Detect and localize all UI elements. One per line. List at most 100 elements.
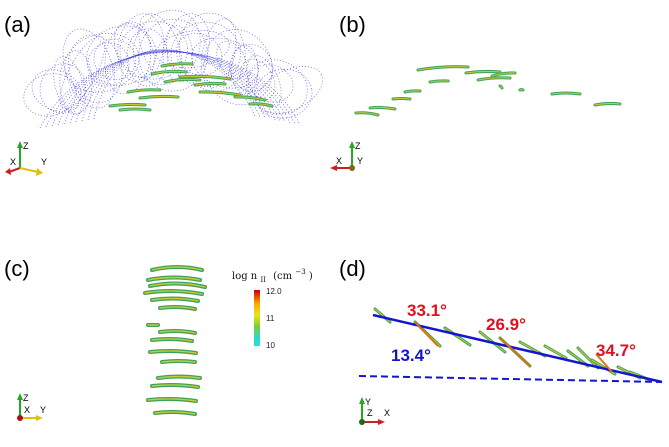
prominence-threads-b bbox=[354, 65, 622, 117]
prominence-threads-a bbox=[108, 62, 274, 112]
field-line-loop bbox=[31, 69, 82, 112]
field-line-loop bbox=[138, 18, 208, 92]
field-line-loop bbox=[246, 59, 308, 115]
thread-core bbox=[499, 85, 503, 89]
axis-triad-a: Z X Y bbox=[5, 141, 47, 176]
thread-highlight-3 bbox=[595, 353, 613, 373]
x-axis-arrowhead bbox=[330, 165, 337, 171]
thread-core bbox=[154, 411, 196, 415]
field-line-loop bbox=[138, 13, 183, 82]
field-line-loop bbox=[229, 44, 273, 92]
thread-core bbox=[429, 80, 449, 83]
z-axis-label: Z bbox=[23, 393, 29, 403]
z-axis-label: Z bbox=[367, 408, 373, 418]
thread-core bbox=[392, 97, 411, 100]
z-axis-dot bbox=[359, 419, 365, 425]
thread-core bbox=[139, 95, 179, 99]
field-line-loop bbox=[59, 50, 93, 114]
x-axis-arrowhead bbox=[378, 419, 385, 425]
panel-d: (d) 33.1° 26.9° 34.7° 13.4° Y Z X bbox=[339, 256, 663, 425]
y-axis-arrowhead bbox=[36, 415, 43, 421]
field-line-loop bbox=[87, 42, 130, 87]
x-axis-arrowhead bbox=[5, 168, 11, 175]
y-axis-label: Y bbox=[365, 397, 371, 407]
y-axis-label: Y bbox=[40, 405, 46, 415]
magnetic-field-lines bbox=[23, 9, 323, 129]
z-axis-arrowhead bbox=[17, 141, 23, 148]
field-line-loop bbox=[203, 29, 273, 106]
y-axis-arrow bbox=[19, 167, 39, 173]
field-line-loop bbox=[162, 13, 210, 82]
y-axis-dot bbox=[349, 165, 355, 171]
thread-core bbox=[491, 72, 516, 77]
x-axis-label: X bbox=[384, 408, 390, 418]
thread-core bbox=[234, 96, 266, 101]
z-axis-label: Z bbox=[355, 141, 361, 151]
thread-core bbox=[591, 359, 616, 375]
panel-d-label: (d) bbox=[339, 256, 366, 281]
panel-a-label: (a) bbox=[4, 12, 31, 37]
z-axis-label: Z bbox=[23, 141, 29, 151]
field-line-arch bbox=[63, 50, 281, 125]
angle-label-1: 33.1° bbox=[407, 301, 447, 320]
field-line-arch bbox=[39, 51, 301, 129]
thread-core bbox=[127, 89, 161, 93]
field-line-loop bbox=[119, 21, 188, 80]
thread-core bbox=[147, 398, 197, 402]
thread-core bbox=[249, 103, 273, 107]
colorbar-tick-12: 12.0 bbox=[266, 287, 282, 296]
thread-core bbox=[159, 306, 196, 310]
panel-c: (c) log n II (cm −3 ) 12.0 11 10 Z X Y bbox=[4, 256, 313, 421]
field-line-loop bbox=[257, 66, 323, 114]
thread-core bbox=[369, 106, 396, 110]
panel-c-label: (c) bbox=[4, 256, 30, 281]
field-line-loop bbox=[64, 32, 140, 93]
field-line-arch bbox=[93, 49, 256, 120]
thread-core bbox=[119, 108, 151, 111]
z-axis-arrowhead bbox=[349, 141, 355, 148]
axis-triad-d: Y Z X bbox=[359, 397, 390, 425]
colorbar-title-sub: II bbox=[260, 276, 266, 284]
thread-core bbox=[159, 330, 196, 334]
thread-core bbox=[179, 75, 231, 80]
z-axis-arrowhead bbox=[17, 393, 23, 400]
thread-core bbox=[151, 266, 203, 271]
thread-core bbox=[109, 103, 146, 107]
thread-highlight-2 bbox=[499, 337, 531, 367]
thread-core bbox=[149, 282, 206, 288]
thread-core bbox=[151, 384, 199, 388]
thread-core bbox=[465, 70, 501, 74]
field-line-arch bbox=[81, 50, 266, 122]
thread-core bbox=[544, 345, 567, 359]
thread-core bbox=[164, 78, 201, 83]
thread-core bbox=[157, 375, 201, 379]
x-axis-dot bbox=[17, 415, 23, 421]
angle-label-3: 34.7° bbox=[596, 341, 636, 360]
field-line-arch bbox=[69, 50, 276, 124]
colorbar-gradient bbox=[254, 290, 260, 346]
thread-core bbox=[151, 338, 193, 342]
field-line-loop bbox=[104, 21, 152, 95]
axis-triad-c: Z X Y bbox=[17, 393, 46, 421]
field-line-loop bbox=[201, 18, 237, 88]
field-line-loop bbox=[230, 44, 259, 95]
field-line-loop bbox=[239, 59, 276, 101]
axis-triad-b: Z X Y bbox=[330, 141, 363, 171]
thread-core bbox=[444, 327, 471, 346]
field-line-loop bbox=[178, 12, 246, 92]
y-axis-label: Y bbox=[357, 156, 363, 166]
field-line-loop bbox=[86, 25, 157, 86]
colorbar-title-main: log n bbox=[232, 271, 258, 282]
thread-core bbox=[147, 276, 201, 281]
thread-core bbox=[194, 82, 226, 86]
colorbar-tick-11: 11 bbox=[266, 314, 275, 323]
thread-core bbox=[417, 66, 469, 71]
field-line-loop bbox=[216, 40, 247, 79]
colorbar-unit: (cm bbox=[273, 271, 293, 282]
field-line-loop bbox=[254, 68, 313, 119]
colorbar-unit-sup: −3 bbox=[295, 268, 305, 276]
field-line-loop bbox=[126, 28, 169, 87]
field-line-loop bbox=[247, 64, 294, 103]
field-line-loop bbox=[176, 32, 223, 76]
